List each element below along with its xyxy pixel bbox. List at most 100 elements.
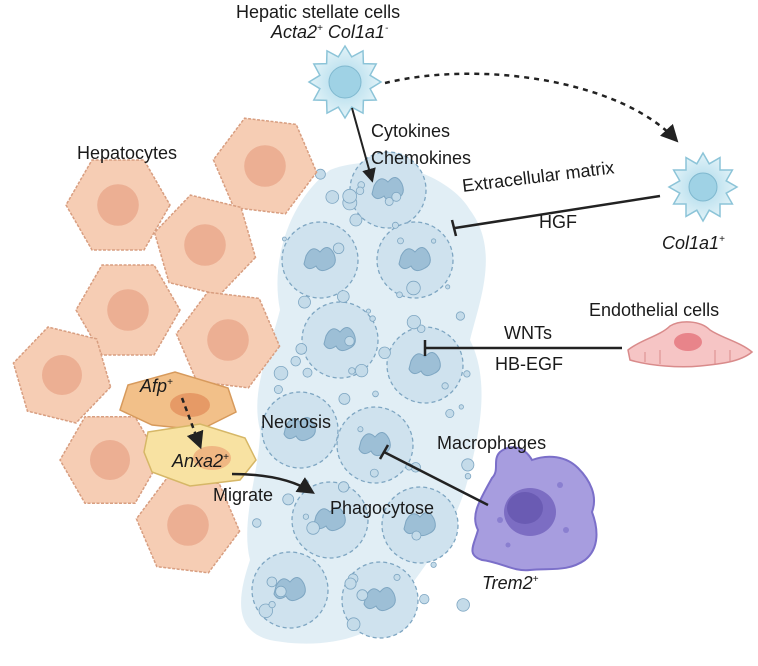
debris-fragment (258, 603, 274, 619)
anxa2-label: Anxa2 (172, 451, 224, 471)
debris-fragment (396, 291, 403, 299)
endothelial-cell (627, 321, 754, 368)
debris-fragment (393, 573, 401, 581)
wnts-label: WNTs (504, 323, 552, 343)
debris-fragment (441, 382, 449, 390)
debris-fragment (411, 530, 422, 541)
debris-fragment (455, 311, 465, 321)
hepatocyte (12, 326, 112, 424)
debris-fragment (397, 237, 404, 245)
debris-fragment (464, 473, 472, 480)
debris-fragment (419, 593, 430, 605)
debris-fragment (378, 346, 391, 360)
debris-fragment (463, 370, 471, 378)
anxa2-marker: Anxa2+ (172, 451, 229, 471)
afp-positive-cell (119, 371, 237, 431)
phagocytose-label: Phagocytose (330, 498, 435, 518)
hepatocyte (59, 415, 161, 505)
debris-fragment (273, 366, 289, 381)
hepatocyte-group (12, 117, 318, 574)
debris-fragment (325, 190, 340, 204)
hepatocyte (175, 291, 281, 389)
anxa2-sup: + (223, 452, 229, 463)
necrotic-cell (291, 481, 369, 559)
necrotic-cell (386, 326, 464, 404)
debris-fragment (337, 481, 350, 493)
debris-fragment (290, 356, 301, 367)
necrotic-cell (281, 221, 359, 299)
hepatocyte (153, 194, 257, 296)
arrow-migrate (231, 472, 315, 494)
trem2-label: Trem2 (482, 573, 533, 593)
debris-fragment (281, 236, 287, 242)
migrate-label: Migrate (213, 485, 274, 505)
macrophage (471, 446, 598, 572)
trem2-marker: Trem2+ (482, 573, 539, 593)
debris-fragment (355, 186, 365, 195)
debris-fragment (356, 589, 369, 601)
debris-fragment (391, 221, 399, 229)
arrow-stellate-to-necrosis (351, 107, 376, 183)
inhibit-wnts-hbegf (423, 340, 622, 356)
hepatocyte (212, 117, 318, 215)
necrotic-cell (381, 486, 459, 564)
debris-fragment (461, 458, 475, 472)
necrosis-label: Necrosis (261, 412, 332, 432)
debris-fragment (354, 363, 369, 378)
debris-fragment (445, 408, 455, 418)
debris-fragment (369, 468, 379, 478)
debris-fragment (391, 191, 402, 202)
anxa2-positive-cell (143, 423, 257, 487)
debris-fragment (268, 600, 276, 609)
cytokines-label: Cytokines (371, 121, 451, 141)
debris-fragment (275, 585, 287, 598)
acta2-label: Acta2 (271, 22, 318, 42)
debris-fragment (336, 290, 350, 303)
debris-fragment (357, 426, 364, 433)
debris-fragment (417, 324, 426, 333)
inhibit-macrophage-necrosis (378, 444, 489, 507)
afp-sup: + (167, 377, 173, 388)
debris-fragment (406, 314, 421, 330)
necrotic-cell (336, 406, 414, 484)
arrow-stellate-activation (384, 72, 679, 143)
hepatocyte (65, 159, 171, 251)
debris-fragment (445, 284, 451, 290)
debris-fragment (430, 238, 437, 244)
hgf-label: HGF (539, 212, 577, 232)
debris-fragment (338, 392, 351, 405)
col1a1-neg-sup: - (384, 23, 389, 34)
debris-fragment (384, 197, 394, 206)
debris-fragment (348, 367, 356, 375)
debris-fragment (332, 242, 345, 255)
inhibit-ecm-hgf (450, 194, 661, 237)
hepatic-stellate-cell-quiescent (307, 44, 383, 120)
debris-fragment (302, 367, 313, 378)
debris-fragment (346, 617, 361, 631)
debris-fragment (252, 518, 262, 528)
debris-fragments (251, 165, 475, 631)
acta2-sup: + (317, 23, 323, 34)
debris-fragment (342, 188, 358, 204)
debris-fragment (273, 384, 283, 394)
debris-fragment (456, 598, 470, 612)
col1a1-pos-label: Col1a1 (662, 233, 720, 253)
hbegf-label: HB-EGF (495, 354, 564, 374)
hepatic-stellate-cell-activated (667, 151, 739, 223)
macrophages-label: Macrophages (437, 433, 547, 453)
debris-fragment (344, 577, 357, 590)
hepatocyte (135, 476, 241, 574)
debris-fragment (406, 280, 421, 296)
debris-fragment (302, 479, 309, 486)
debris-fragment (298, 295, 311, 309)
afp-marker: Afp+ (140, 376, 173, 396)
debris-fragment (372, 390, 379, 398)
debris-fragment (266, 576, 278, 588)
col1a1-neg-label: Col1a1 (327, 22, 385, 42)
debris-fragment (306, 521, 320, 535)
debris-fragment (314, 168, 326, 180)
stellate-markers: Acta2+ Col1a1- (271, 22, 388, 42)
debris-fragment (302, 513, 309, 520)
hepatocytes-label: Hepatocytes (77, 143, 178, 163)
col1a1-pos-sup: + (719, 234, 725, 245)
